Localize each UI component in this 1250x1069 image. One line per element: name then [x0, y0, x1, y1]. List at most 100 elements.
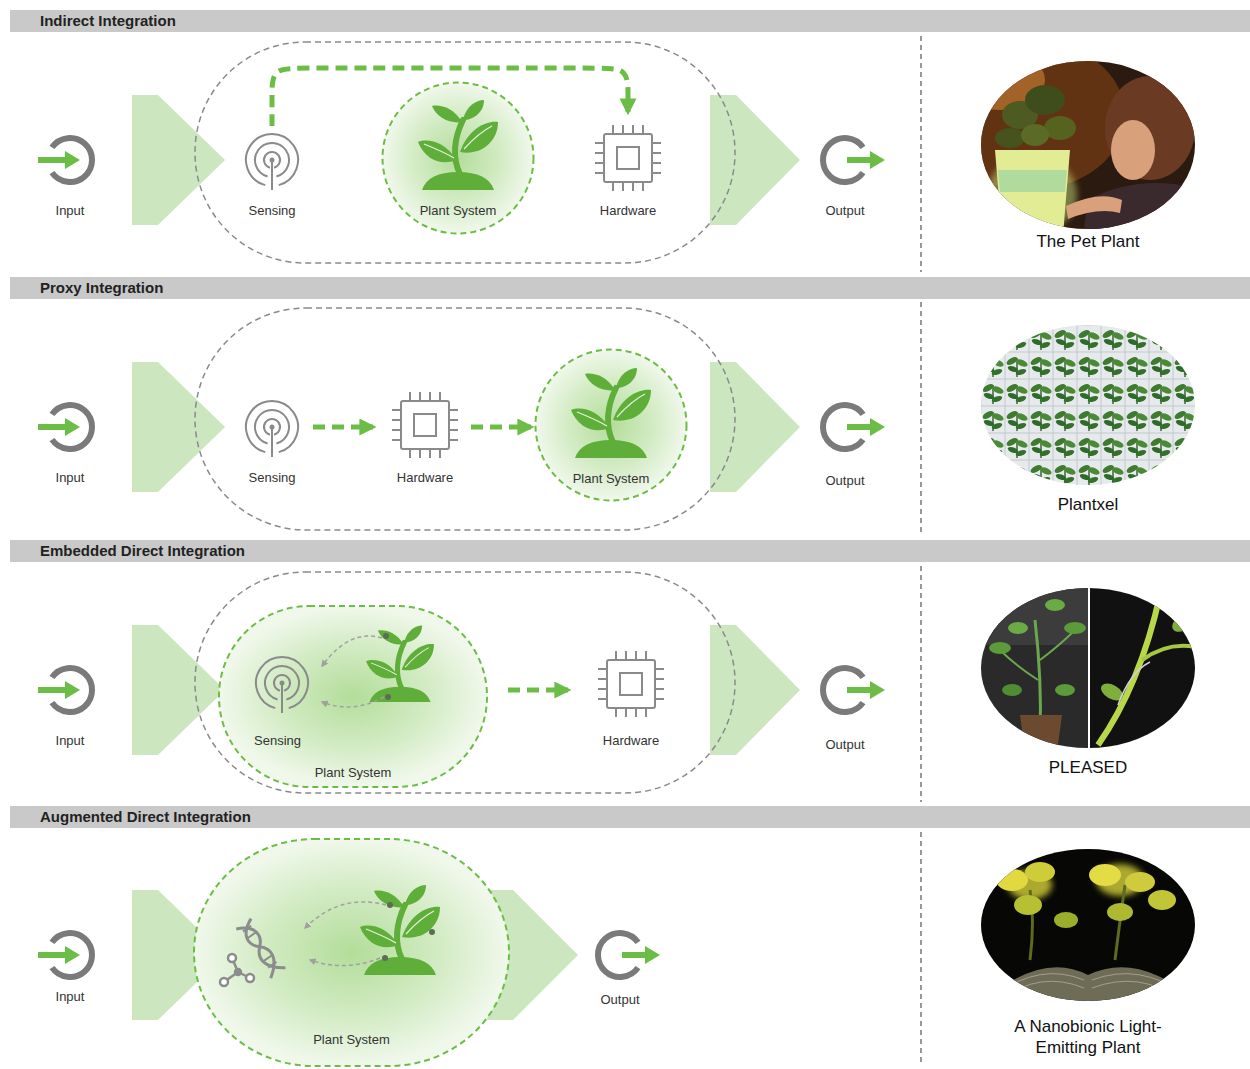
photo-pleased-part: [1000, 650, 1038, 680]
flow-chevron-part: [710, 362, 800, 492]
plant-icon-part: [366, 626, 434, 703]
plant-icon-part: [571, 368, 651, 458]
output-icon-part: [823, 668, 885, 712]
sensor-icon: [246, 134, 308, 713]
node-label: Plant System: [313, 1032, 390, 1047]
signal-dot-part: [429, 929, 435, 935]
photo-plantxel: [975, 320, 1205, 490]
node-label: Hardware: [600, 203, 656, 218]
plant-system-circle-outline: [536, 350, 687, 501]
icon-node: Output: [805, 658, 885, 754]
node-label: Plant System: [420, 203, 497, 218]
signal-dot-part: [387, 902, 393, 908]
signal-trace: [305, 636, 386, 966]
section-title: Embedded Direct Integration: [40, 542, 245, 560]
photo-pleased-part: [989, 642, 1011, 654]
plant-icon: [360, 100, 651, 975]
flow-chevron-part: [132, 362, 225, 492]
icon-node: Sensing: [240, 650, 315, 750]
example-caption: PLEASED: [978, 757, 1198, 778]
section-band: Embedded Direct Integration: [10, 540, 1250, 562]
photo-nanobionic-plant-part: [1014, 895, 1042, 915]
photo-nanobionic-plant-part: [1092, 974, 1185, 995]
dna-icon-part-part: [236, 919, 285, 978]
signal-trace-part: [322, 697, 384, 707]
system-boundary-part: [195, 308, 735, 530]
caption-box: The Pet Plant: [978, 231, 1198, 252]
photo-pleased-part: [1098, 680, 1126, 704]
chip-icon: [392, 125, 664, 717]
sensor-icon-part: [256, 657, 308, 713]
icon-node: Output: [580, 925, 660, 1009]
section-title: Augmented Direct Integration: [40, 808, 251, 826]
signal-dot: [382, 633, 435, 961]
dna-icon-part-part: [246, 974, 254, 982]
node-label: Output: [825, 737, 864, 752]
photo-pleased-part: [1142, 646, 1200, 660]
node-label: Sensing: [254, 733, 301, 748]
caption-box: Plantxel: [978, 494, 1198, 515]
photo-pleased-part: [975, 585, 1090, 645]
photo-pet-plant-part: [1066, 196, 1122, 219]
photo-nanobionic-plant-part: [1000, 981, 1084, 1000]
photo-pet-plant-part: [1025, 85, 1065, 115]
flow-chevron-part: [710, 625, 800, 755]
node-outline: [218, 605, 488, 788]
photo-pet-plant-part: [998, 170, 1067, 192]
photo-nanobionic-plant-part: [1148, 890, 1176, 910]
output-icon-part: [823, 405, 885, 449]
flow-chevron-part: [132, 95, 225, 225]
input-icon: [38, 138, 92, 977]
chip-icon-part: [595, 125, 661, 191]
plant-icon-part: [418, 100, 498, 190]
photo-pleased-part: [975, 585, 1090, 755]
photo-pleased-part: [1098, 595, 1160, 745]
divider-line-part: [920, 832, 922, 1066]
photo-pleased-part: [1064, 622, 1086, 634]
dna-icon-part-part: [236, 919, 285, 978]
node-label: Output: [825, 473, 864, 488]
photo-pleased-part: [1088, 585, 1090, 755]
plant-system-capsule: Plant SystemSensing: [218, 605, 488, 788]
example-caption: Plantxel: [978, 494, 1198, 515]
sensor-icon-part: [246, 401, 298, 457]
example-caption: A Nanobionic Light-Emitting Plant: [1003, 1016, 1173, 1058]
photo-pleased: [975, 585, 1210, 755]
photo-pleased-part: [1045, 599, 1065, 611]
flow-chevron-part: [710, 95, 800, 225]
section-band: Indirect Integration: [10, 10, 1250, 32]
photo-nanobionic-plant-part: [1115, 885, 1125, 960]
photo-nanobionic-plant-part: [1107, 903, 1133, 921]
photo-nanobionic-plant-part: [1054, 912, 1078, 928]
divider-line-part: [920, 302, 922, 536]
node-label: Input: [56, 470, 85, 485]
system-boundary: [195, 42, 735, 793]
output-icon-part: [598, 933, 660, 977]
photo-pet-plant-part: [1105, 76, 1195, 180]
caption-box: PLEASED: [978, 757, 1198, 778]
photo-pleased-part: [1008, 622, 1028, 634]
flow-chevron-part: [132, 625, 225, 755]
photo-nanobionic-plant-part: [1025, 862, 1055, 882]
section-band: Proxy Integration: [10, 277, 1250, 299]
flow-connector: [508, 688, 568, 693]
photo-nanobionic-plant-part: [980, 967, 1200, 1005]
plant-system-capsule-outline: [194, 839, 509, 1066]
dna-icon-part-part: [228, 954, 236, 962]
photo-pleased-part: [1020, 715, 1062, 745]
dna-icon-part: [236, 919, 285, 978]
output-icon-part: [823, 138, 885, 182]
dna-icon-part-part: [242, 925, 277, 968]
input-icon-part: [38, 668, 92, 712]
node-label: Hardware: [603, 733, 659, 748]
photo-pet-plant-part: [1021, 124, 1049, 146]
chip-icon-part: [392, 392, 458, 458]
plant-system-capsule-outline: [219, 606, 487, 787]
icon-node: Input: [30, 395, 110, 487]
dna-icon-part-part: [220, 978, 228, 986]
plant-system-capsule: Plant System: [193, 838, 510, 1067]
output-icon: [598, 138, 885, 977]
system-boundary-part: [195, 572, 735, 793]
flow-connector: [471, 425, 531, 430]
